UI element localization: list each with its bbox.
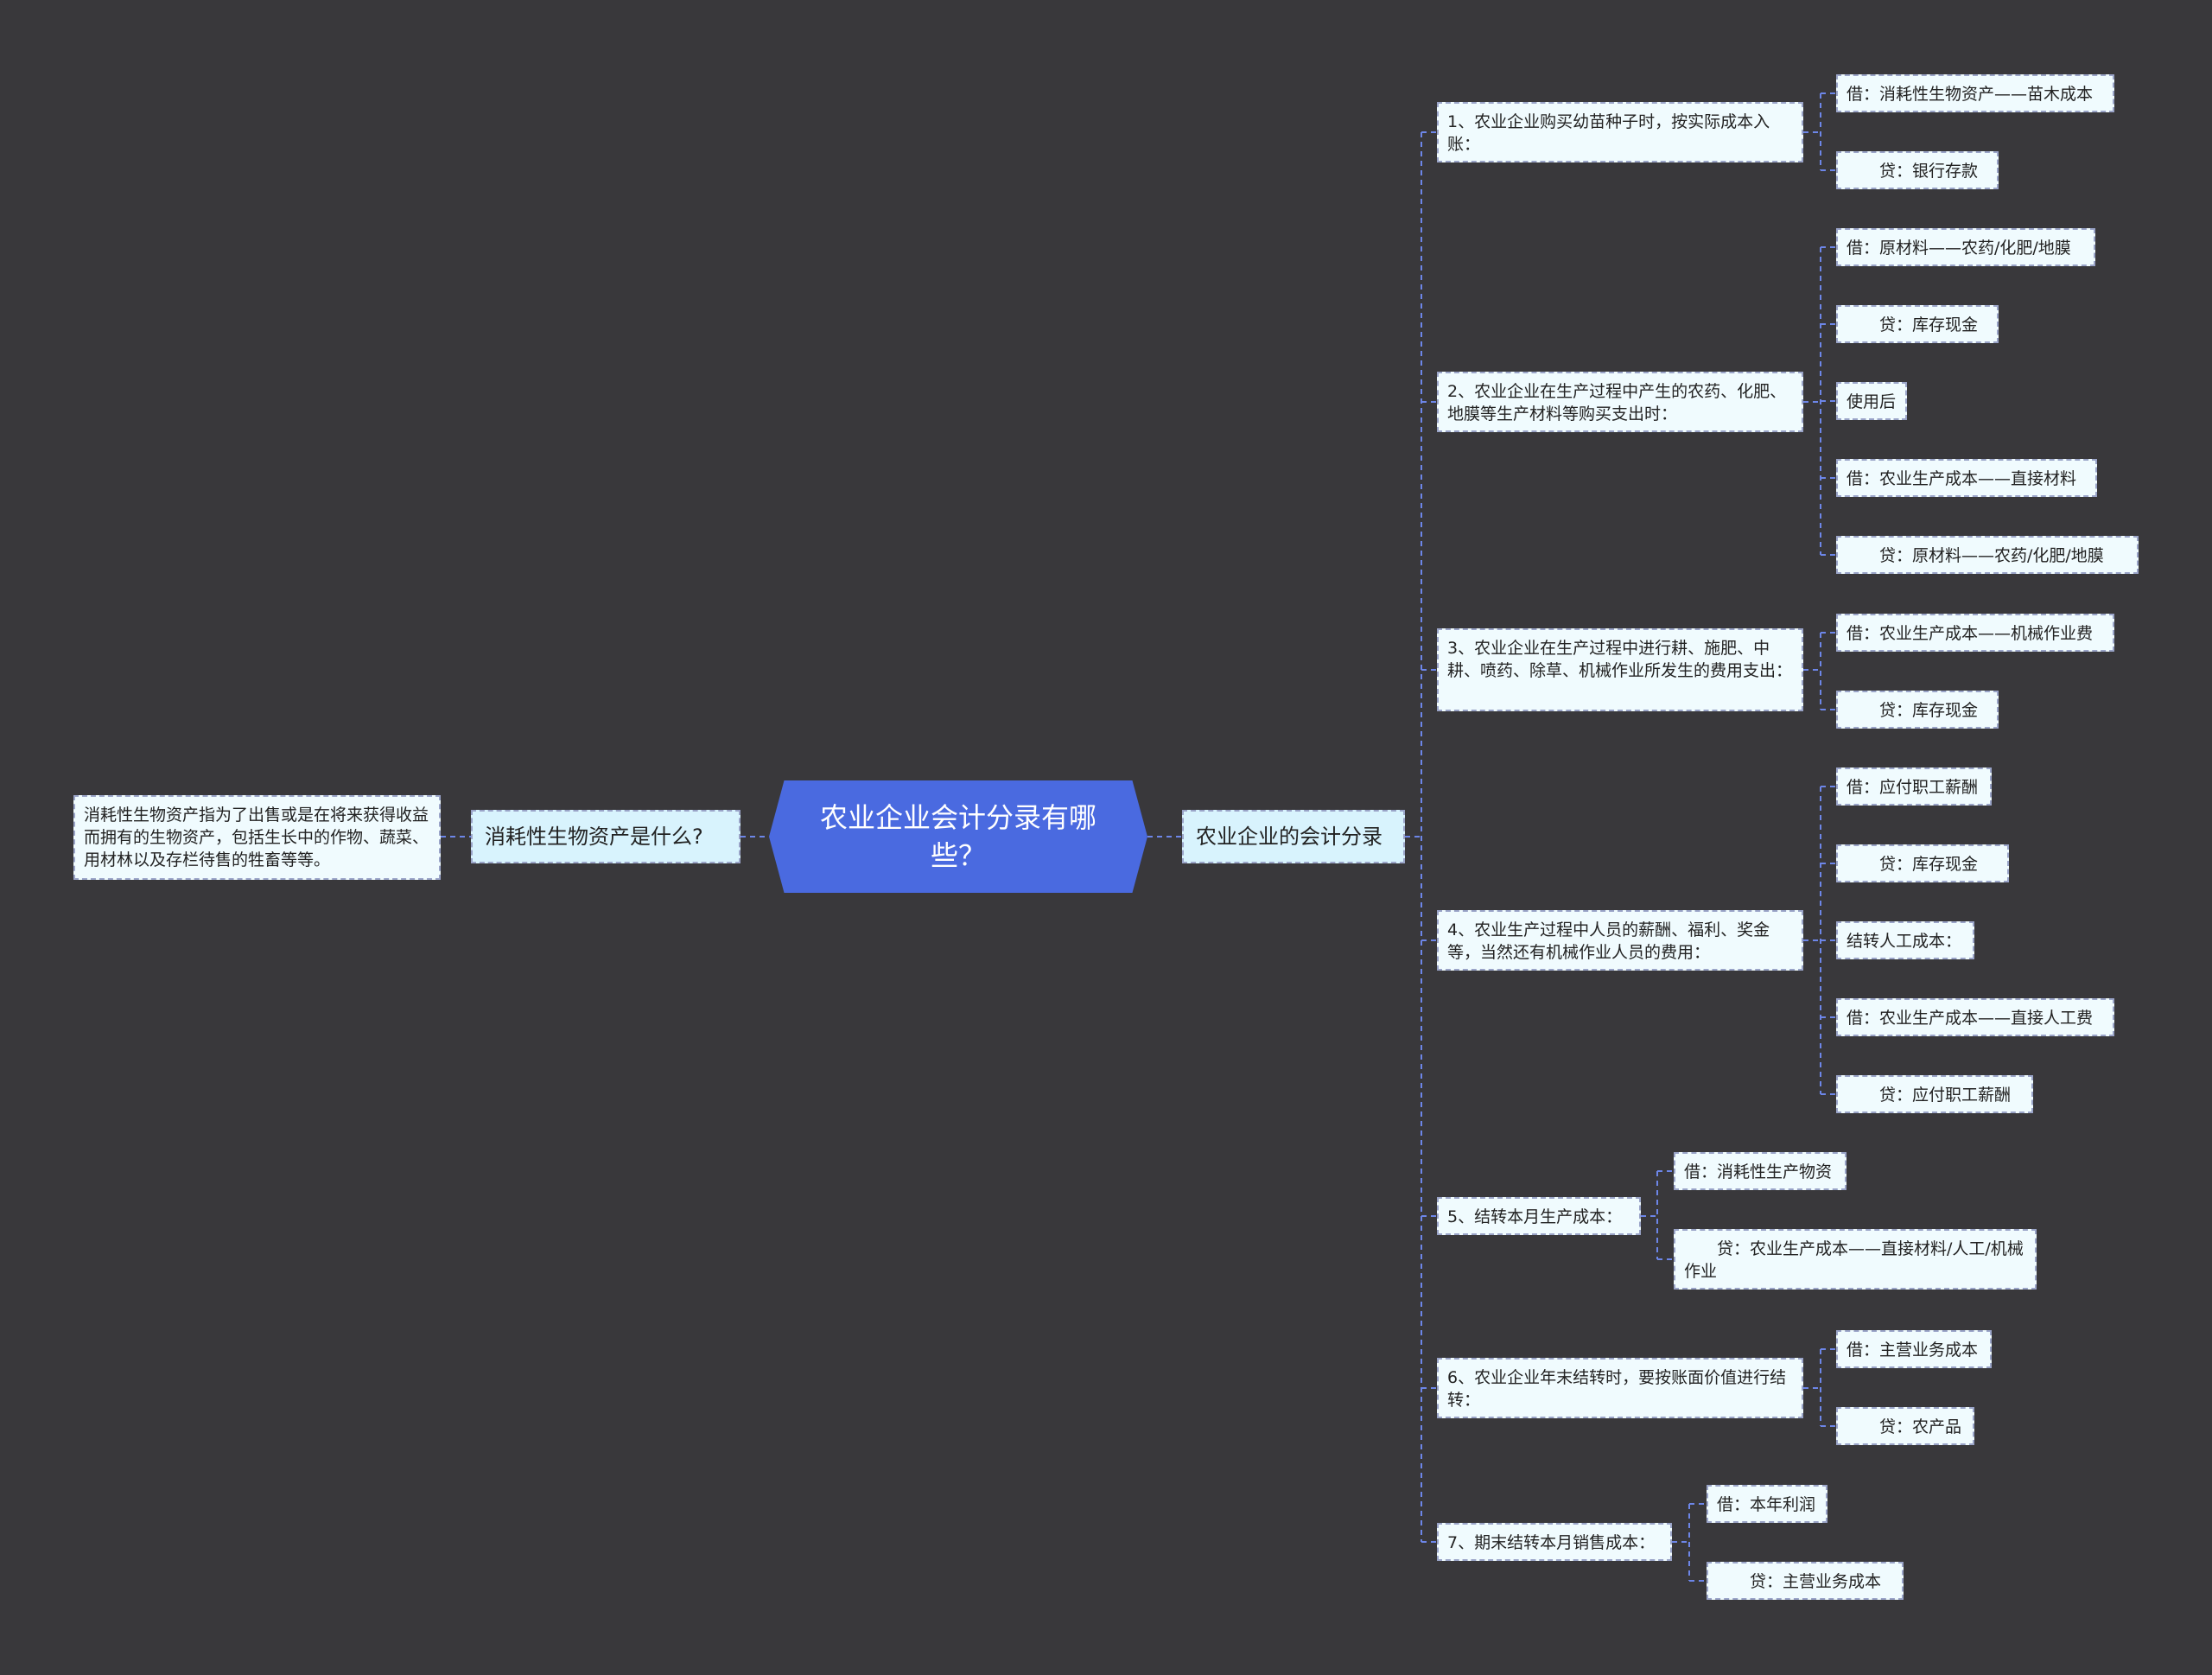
topic-consumable-bio-asset[interactable]: 消耗性生物资产是什么?: [471, 810, 741, 863]
branch-2-item-2[interactable]: 贷：库存现金: [1836, 305, 1999, 343]
branch-3-item-2[interactable]: 贷：库存现金: [1836, 691, 1999, 729]
branch-4-item-4[interactable]: 借：农业生产成本——直接人工费: [1836, 998, 2114, 1036]
branch-1-item-2[interactable]: 贷：银行存款: [1836, 151, 1999, 189]
branch-3-item-1[interactable]: 借：农业生产成本——机械作业费: [1836, 614, 2114, 652]
branch-2[interactable]: 2、农业企业在生产过程中产生的农药、化肥、地膜等生产材料等购买支出时：: [1437, 372, 1803, 432]
branch-2-item-3[interactable]: 使用后: [1836, 382, 1907, 420]
branch-5-item-2[interactable]: 贷：农业生产成本——直接材料/人工/机械作业: [1674, 1229, 2037, 1290]
branch-2-item-4[interactable]: 借：农业生产成本——直接材料: [1836, 459, 2097, 497]
branch-2-item-5[interactable]: 贷：原材料——农药/化肥/地膜: [1836, 536, 2139, 574]
detail-consumable-bio-asset[interactable]: 消耗性生物资产指为了出售或是在将来获得收益而拥有的生物资产，包括生长中的作物、蔬…: [73, 795, 441, 880]
branch-5[interactable]: 5、结转本月生产成本：: [1437, 1197, 1641, 1235]
central-topic[interactable]: 农业企业会计分录有哪些？: [769, 780, 1147, 893]
branch-2-item-1[interactable]: 借：原材料——农药/化肥/地膜: [1836, 228, 2095, 266]
branch-3[interactable]: 3、农业企业在生产过程中进行耕、施肥、中耕、喷药、除草、机械作业所发生的费用支出…: [1437, 628, 1803, 711]
branch-7-item-1[interactable]: 借：本年利润: [1707, 1485, 1827, 1523]
branch-4-item-3[interactable]: 结转人工成本：: [1836, 921, 1974, 959]
branch-1[interactable]: 1、农业企业购买幼苗种子时，按实际成本入账：: [1437, 102, 1803, 162]
branch-4-item-5[interactable]: 贷：应付职工薪酬: [1836, 1075, 2033, 1113]
branch-6[interactable]: 6、农业企业年末结转时，要按账面价值进行结转：: [1437, 1358, 1803, 1418]
branch-7-item-2[interactable]: 贷：主营业务成本: [1707, 1562, 1904, 1600]
branch-4-item-1[interactable]: 借：应付职工薪酬: [1836, 767, 1992, 806]
branch-7[interactable]: 7、期末结转本月销售成本：: [1437, 1523, 1672, 1561]
topic-accounting-entries[interactable]: 农业企业的会计分录: [1182, 810, 1405, 863]
branch-6-item-2[interactable]: 贷：农产品: [1836, 1407, 1974, 1445]
branch-6-item-1[interactable]: 借：主营业务成本: [1836, 1330, 1992, 1368]
branch-1-item-1[interactable]: 借：消耗性生物资产——苗木成本: [1836, 74, 2114, 112]
branch-4[interactable]: 4、农业生产过程中人员的薪酬、福利、奖金等，当然还有机械作业人员的费用：: [1437, 910, 1803, 971]
branch-5-item-1[interactable]: 借：消耗性生产物资: [1674, 1152, 1847, 1190]
branch-4-item-2[interactable]: 贷：库存现金: [1836, 844, 2009, 882]
